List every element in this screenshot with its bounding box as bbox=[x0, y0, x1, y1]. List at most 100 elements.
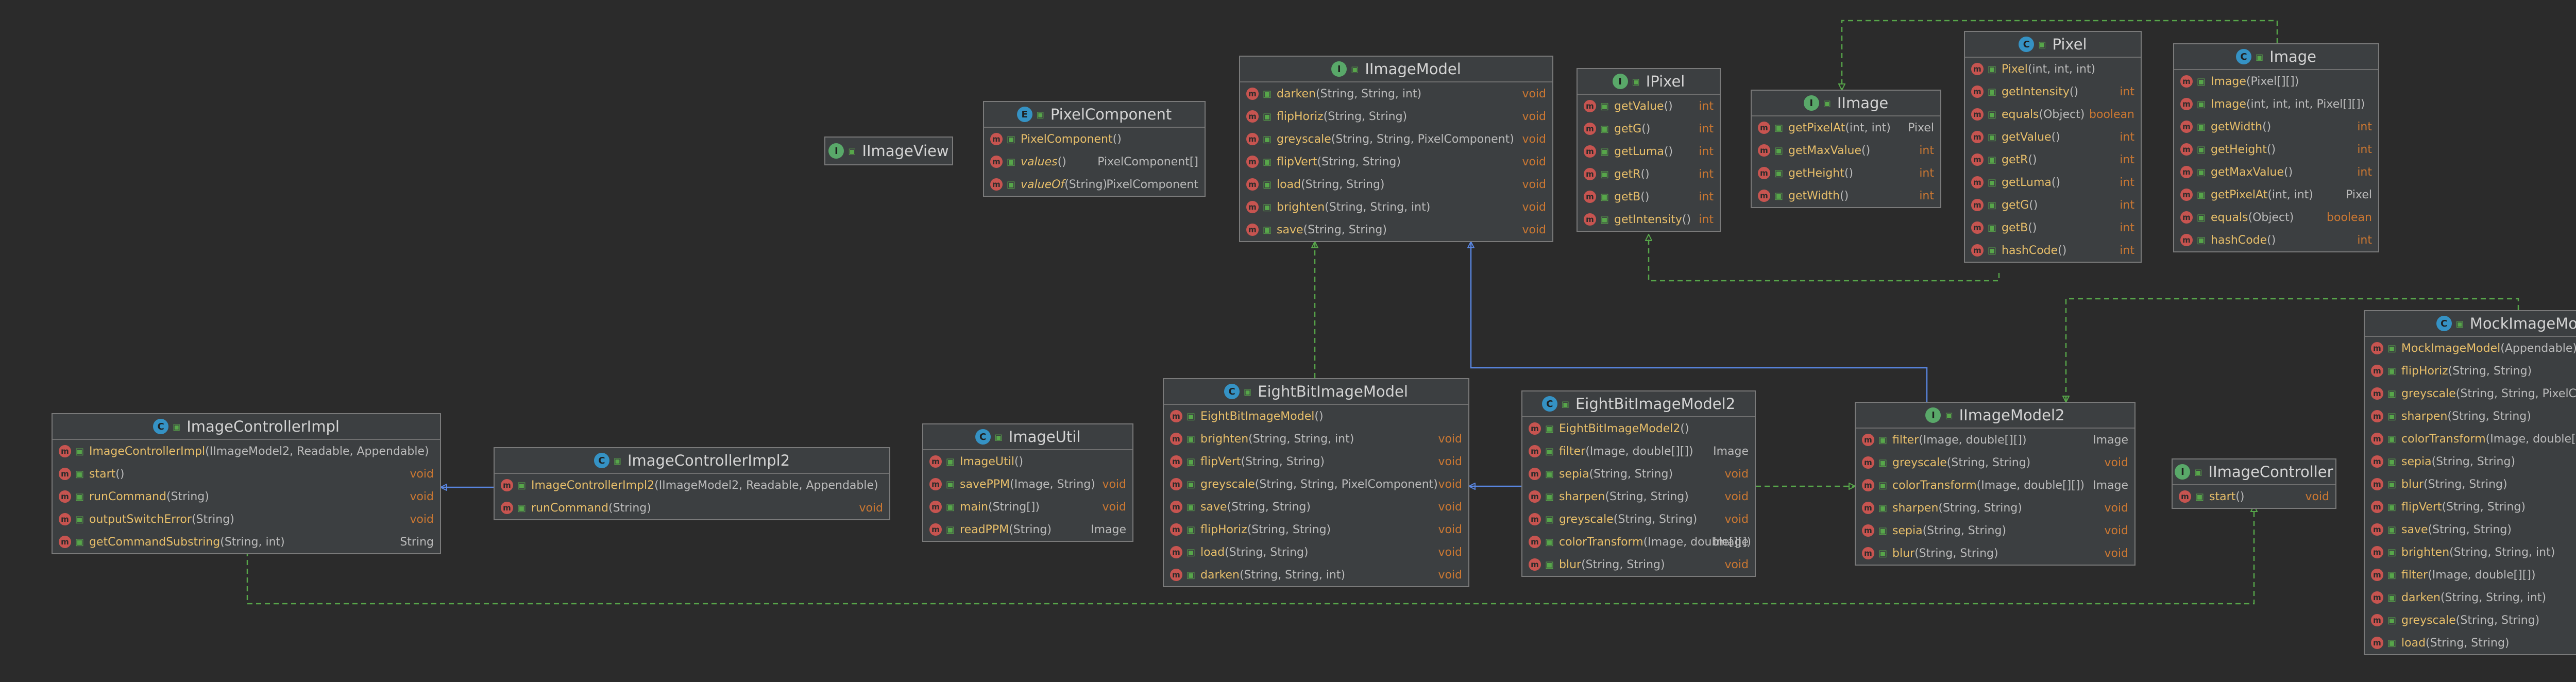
method-row[interactable]: m▣greyscale(String, String, PixelCompone… bbox=[1240, 128, 1552, 150]
method-row[interactable]: m▣getPixelAt(int, int)Pixel bbox=[2174, 183, 2378, 206]
method-row[interactable]: m▣colorTransform(Image, double[][])Image bbox=[1522, 531, 1755, 553]
method-row[interactable]: m▣equals(Object)boolean bbox=[1965, 103, 2141, 126]
method-row[interactable]: m▣filter(Image, double[][])Image bbox=[1522, 440, 1755, 463]
method-row[interactable]: m▣getWidth()int bbox=[1752, 184, 1940, 207]
method-row[interactable]: m▣getHeight()int bbox=[2174, 138, 2378, 161]
method-row[interactable]: m▣hashCode()int bbox=[2174, 229, 2378, 251]
method-row[interactable]: m▣getHeight()int bbox=[1752, 162, 1940, 184]
method-row[interactable]: m▣MockImageModel(Appendable) bbox=[2365, 337, 2576, 360]
method-row[interactable]: m▣flipHoriz(String, String)void bbox=[1240, 105, 1552, 128]
method-row[interactable]: m▣ImageControllerImpl(IImageModel2, Read… bbox=[53, 440, 440, 463]
method-row[interactable]: m▣getWidth()int bbox=[2174, 115, 2378, 138]
method-row[interactable]: m▣sharpen(String, String)void bbox=[1522, 485, 1755, 508]
method-row[interactable]: m▣getR()int bbox=[1965, 148, 2141, 171]
method-row[interactable]: m▣darken(String, String, int)void bbox=[1164, 564, 1468, 586]
method-row[interactable]: m▣darken(String, String, int)void bbox=[1240, 82, 1552, 105]
method-row[interactable]: m▣getB()int bbox=[1965, 216, 2141, 239]
method-row[interactable]: m▣EightBitImageModel2() bbox=[1522, 417, 1755, 440]
method-row[interactable]: m▣getLuma()int bbox=[1578, 140, 1720, 163]
method-row[interactable]: m▣filter(Image, double[][])Image bbox=[1856, 429, 2134, 451]
method-row[interactable]: m▣start()void bbox=[53, 463, 440, 485]
method-row[interactable]: m▣brighten(String, String, int)void bbox=[1164, 428, 1468, 450]
method-row[interactable]: m▣load(String, String)void bbox=[1240, 173, 1552, 196]
method-row[interactable]: m▣ImageControllerImpl2(IImageModel2, Rea… bbox=[495, 474, 889, 497]
method-row[interactable]: m▣save(String, String)void bbox=[1164, 496, 1468, 518]
method-row[interactable]: m▣getValue()int bbox=[1965, 126, 2141, 148]
method-row[interactable]: m▣load(String, String)void bbox=[1164, 541, 1468, 564]
method-row[interactable]: m▣Pixel(int, int, int) bbox=[1965, 58, 2141, 80]
class-box-iimage-view[interactable]: I▣IImageView bbox=[824, 137, 953, 165]
method-row[interactable]: m▣load(String, String)void bbox=[2365, 632, 2576, 654]
method-row[interactable]: m▣flipHoriz(String, String)void bbox=[2365, 360, 2576, 382]
method-row[interactable]: m▣runCommand(String)void bbox=[53, 485, 440, 508]
method-row[interactable]: m▣flipVert(String, String)void bbox=[1240, 150, 1552, 173]
method-row[interactable]: m▣getPixelAt(int, int)Pixel bbox=[1752, 116, 1940, 139]
method-row[interactable]: m▣getMaxValue()int bbox=[1752, 139, 1940, 162]
method-row[interactable]: m▣runCommand(String)void bbox=[495, 497, 889, 519]
method-row[interactable]: m▣save(String, String)void bbox=[2365, 518, 2576, 541]
method-row[interactable]: m▣start()void bbox=[2173, 485, 2335, 508]
method-row[interactable]: m▣greyscale(String, String, PixelCompone… bbox=[1164, 473, 1468, 496]
method-row[interactable]: m▣getCommandSubstring(String, int)String bbox=[53, 531, 440, 553]
method-icon: m bbox=[1758, 190, 1770, 202]
method-row[interactable]: m▣sharpen(String, String)void bbox=[2365, 405, 2576, 428]
method-row[interactable]: m▣PixelComponent() bbox=[984, 128, 1205, 150]
method-row[interactable]: m▣brighten(String, String, int)void bbox=[1240, 196, 1552, 218]
method-row[interactable]: m▣ImageUtil() bbox=[923, 450, 1132, 473]
method-row[interactable]: m▣brighten(String, String, int)void bbox=[2365, 541, 2576, 564]
method-row[interactable]: m▣darken(String, String, int)void bbox=[2365, 586, 2576, 609]
method-row[interactable]: m▣outputSwitchError(String)void bbox=[53, 508, 440, 531]
method-row[interactable]: m▣greyscale(String, String)void bbox=[1522, 508, 1755, 531]
method-row[interactable]: m▣getR()int bbox=[1578, 163, 1720, 185]
method-row[interactable]: m▣blur(String, String)void bbox=[2365, 473, 2576, 496]
method-row[interactable]: m▣filter(Image, double[][])Image bbox=[2365, 564, 2576, 586]
method-row[interactable]: m▣flipVert(String, String)void bbox=[1164, 450, 1468, 473]
method-row[interactable]: m▣readPPM(String)Image bbox=[923, 518, 1132, 541]
method-row[interactable]: m▣greyscale(String, String, PixelCompone… bbox=[2365, 382, 2576, 405]
method-row[interactable]: m▣blur(String, String)void bbox=[1522, 553, 1755, 576]
method-row[interactable]: m▣colorTransform(Image, double[][])Image bbox=[2365, 428, 2576, 450]
method-row[interactable]: m▣colorTransform(Image, double[][])Image bbox=[1856, 474, 2134, 497]
method-row[interactable]: m▣sepia(String, String)void bbox=[2365, 450, 2576, 473]
method-row[interactable]: m▣blur(String, String)void bbox=[1856, 542, 2134, 565]
method-row[interactable]: m▣flipVert(String, String)void bbox=[2365, 496, 2576, 518]
method-row[interactable]: m▣getIntensity()int bbox=[1965, 80, 2141, 103]
method-row[interactable]: m▣EightBitImageModel() bbox=[1164, 405, 1468, 428]
method-row[interactable]: m▣flipHoriz(String, String)void bbox=[1164, 518, 1468, 541]
method-row[interactable]: m▣Image(Pixel[][]) bbox=[2174, 70, 2378, 93]
method-row[interactable]: m▣greyscale(String, String)void bbox=[1856, 451, 2134, 474]
method-row[interactable]: m▣save(String, String)void bbox=[1240, 218, 1552, 241]
method-row[interactable]: m▣getIntensity()int bbox=[1578, 208, 1720, 231]
class-box-mock-image-model[interactable]: C▣MockImageModelm▣MockImageModel(Appenda… bbox=[2364, 310, 2576, 655]
method-row[interactable]: m▣sharpen(String, String)void bbox=[1856, 497, 2134, 519]
method-row[interactable]: m▣getB()int bbox=[1578, 185, 1720, 208]
method-row[interactable]: m▣hashCode()int bbox=[1965, 239, 2141, 262]
method-row[interactable]: m▣savePPM(Image, String)void bbox=[923, 473, 1132, 496]
method-row[interactable]: m▣getMaxValue()int bbox=[2174, 161, 2378, 183]
method-row[interactable]: m▣Image(int, int, int, Pixel[][]) bbox=[2174, 93, 2378, 115]
method-row[interactable]: m▣greyscale(String, String)void bbox=[2365, 609, 2576, 632]
method-row[interactable]: m▣sepia(String, String)void bbox=[1522, 463, 1755, 485]
method-row[interactable]: m▣main(String[])void bbox=[923, 496, 1132, 518]
method-row[interactable]: m▣getG()int bbox=[1578, 117, 1720, 140]
method-row[interactable]: m▣values()PixelComponent[] bbox=[984, 150, 1205, 173]
method-row[interactable]: m▣getG()int bbox=[1965, 194, 2141, 216]
method-row[interactable]: m▣equals(Object)boolean bbox=[2174, 206, 2378, 229]
method-row[interactable]: m▣getValue()int bbox=[1578, 95, 1720, 117]
method-row[interactable]: m▣valueOf(String)PixelComponent bbox=[984, 173, 1205, 196]
method-row[interactable]: m▣sepia(String, String)void bbox=[1856, 519, 2134, 542]
method-row[interactable]: m▣getLuma()int bbox=[1965, 171, 2141, 194]
